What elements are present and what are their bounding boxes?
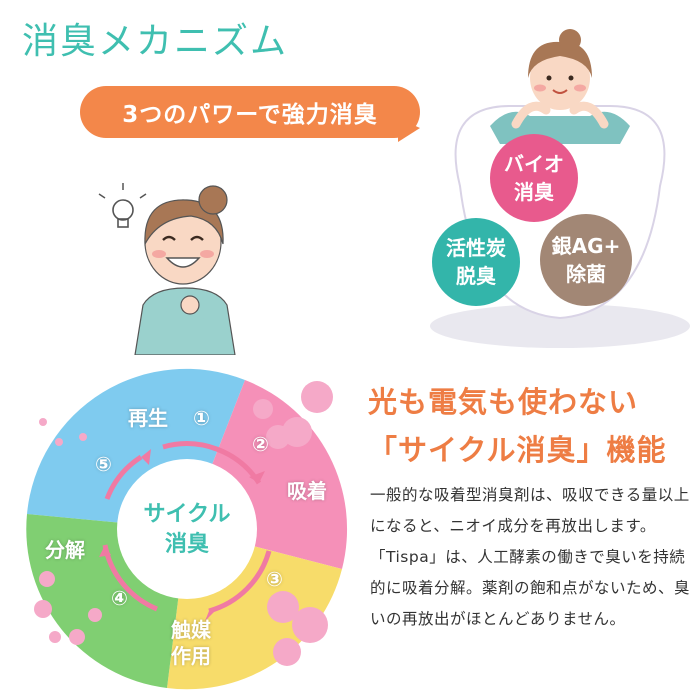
cycle-step-catalyst-number: ③ bbox=[266, 567, 283, 591]
cycle-step-regenerate-number: ① bbox=[193, 406, 210, 430]
cycle-step-decompose: 分解 bbox=[45, 538, 85, 562]
silver-sterilize-ball: 銀AG+ 除菌 bbox=[540, 214, 632, 306]
headline-line-1: 光も電気も使わない bbox=[368, 385, 639, 419]
bio-deodorize-ball: バイオ 消臭 bbox=[490, 134, 578, 222]
lightbulb-icon bbox=[98, 183, 147, 228]
cycle-step-regenerate: 再生 bbox=[128, 406, 168, 430]
banner: 3つのパワーで強力消臭 bbox=[80, 86, 420, 138]
cycle-step-five-number: ⑤ bbox=[95, 452, 112, 476]
description-text: 一般的な吸着型消臭剤は、吸収できる量以上になると、ニオイ成分を再放出します。「T… bbox=[370, 486, 691, 628]
cycle-step-decompose-number: ④ bbox=[111, 586, 128, 610]
headline: 光も電気も使わない 「サイクル消臭」機能 bbox=[368, 378, 667, 474]
cycle-wheel bbox=[26, 368, 348, 690]
headline-line-2: 「サイクル消臭」機能 bbox=[368, 433, 667, 467]
cycle-step-absorb: 吸着 bbox=[287, 479, 327, 503]
girl-illustration bbox=[98, 183, 236, 355]
charcoal-deodorize-ball: 活性炭 脱臭 bbox=[432, 218, 520, 306]
cycle-step-absorb-number: ② bbox=[252, 432, 269, 456]
cycle-center-label: サイクル 消臭 bbox=[143, 502, 231, 557]
cycle-step-catalyst: 触媒 作用 bbox=[171, 618, 211, 668]
page-title: 消臭メカニズム bbox=[22, 21, 289, 62]
